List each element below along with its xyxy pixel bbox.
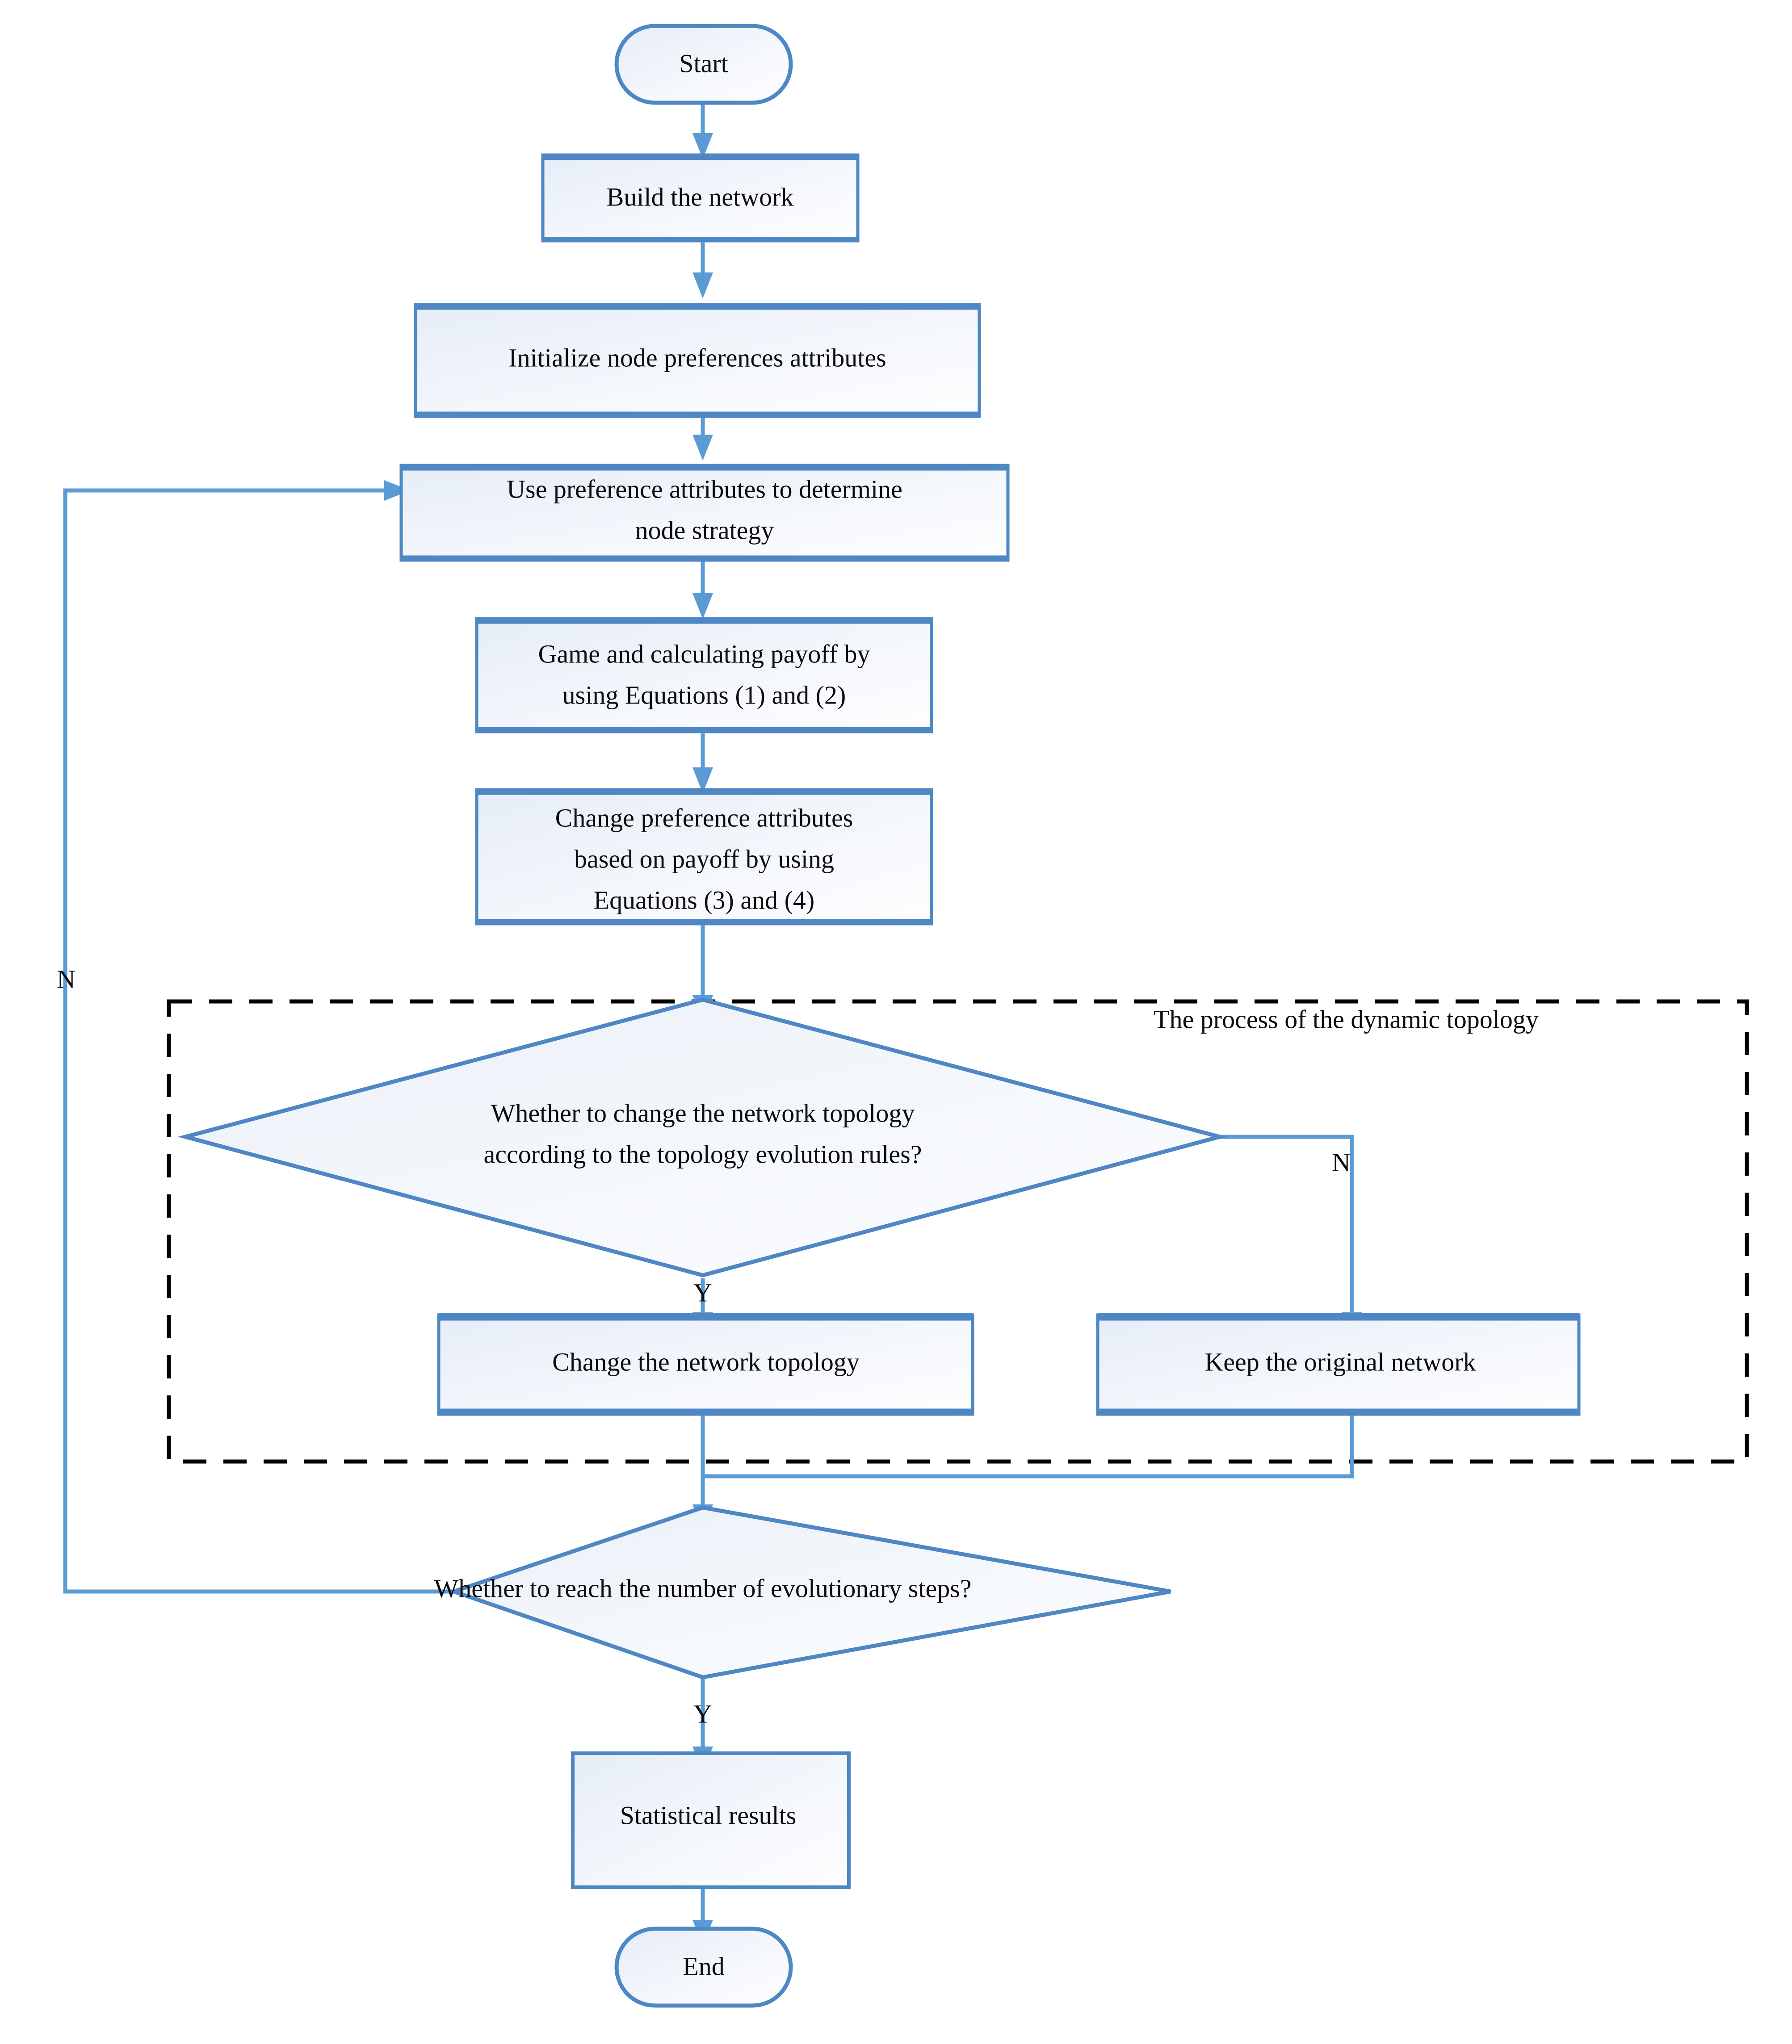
- node-game-calculating-payoff-line1: Game and calculating payoff by: [538, 639, 870, 668]
- node-keep-original-network-label: Keep the original network: [1204, 1347, 1476, 1376]
- node-initialize-preferences-label: Initialize node preferences attributes: [508, 343, 886, 372]
- dynamic-topology-group-box: [167, 999, 1749, 1464]
- node-use-preference-attributes[interactable]: [399, 464, 1010, 562]
- connector-keeporiginal-down-merge: [703, 1414, 1354, 1479]
- node-change-preference-attributes-line3: Equations (3) and (4): [594, 885, 814, 914]
- node-change-preference-attributes-line2: based on payoff by using: [574, 844, 834, 873]
- node-change-preference-attributes[interactable]: [475, 788, 933, 926]
- node-change-network-topology-label: Change the network topology: [552, 1347, 860, 1376]
- node-decision-evolutionary-steps[interactable]: [448, 1505, 1171, 1680]
- node-build-the-network-label: Build the network: [607, 182, 794, 211]
- node-use-preference-attributes-line1: Use preference attributes to determine: [507, 474, 902, 503]
- group-box-caption: The process of the dynamic topology: [1154, 1005, 1539, 1034]
- node-change-preference-attributes-line1: Change preference attributes: [555, 803, 853, 832]
- node-decision-change-topology[interactable]: [177, 997, 1228, 1278]
- node-keep-original-network[interactable]: [1096, 1313, 1581, 1416]
- node-decision-evolutionary-steps-label: Whether to reach the number of evolution…: [434, 1574, 971, 1603]
- node-end[interactable]: [614, 1927, 793, 2008]
- branch-label-topology-no: N: [1332, 1148, 1351, 1177]
- connector-topo-no-to-keeporiginal: [1220, 1135, 1362, 1338]
- node-game-calculating-payoff-line2: using Equations (1) and (2): [562, 680, 846, 709]
- node-statistical-results-label: Statistical results: [620, 1801, 797, 1830]
- node-start-label: Start: [679, 49, 728, 78]
- branch-label-steps-yes: Y: [693, 1699, 712, 1728]
- branch-label-topology-yes: Y: [693, 1278, 712, 1307]
- node-build-the-network[interactable]: [541, 153, 860, 243]
- node-start[interactable]: [614, 24, 793, 105]
- node-use-preference-attributes-line2: node strategy: [635, 515, 774, 545]
- node-decision-change-topology-line1: Whether to change the network topology: [491, 1098, 915, 1127]
- node-end-label: End: [683, 1952, 724, 1981]
- connector-steps-no-loopback: [63, 480, 454, 1594]
- node-initialize-preferences[interactable]: [414, 303, 981, 418]
- node-decision-change-topology-line2: according to the topology evolution rule…: [484, 1139, 922, 1169]
- node-game-calculating-payoff[interactable]: [475, 617, 933, 733]
- branch-label-steps-no: N: [57, 964, 76, 993]
- node-statistical-results[interactable]: [571, 1751, 851, 1889]
